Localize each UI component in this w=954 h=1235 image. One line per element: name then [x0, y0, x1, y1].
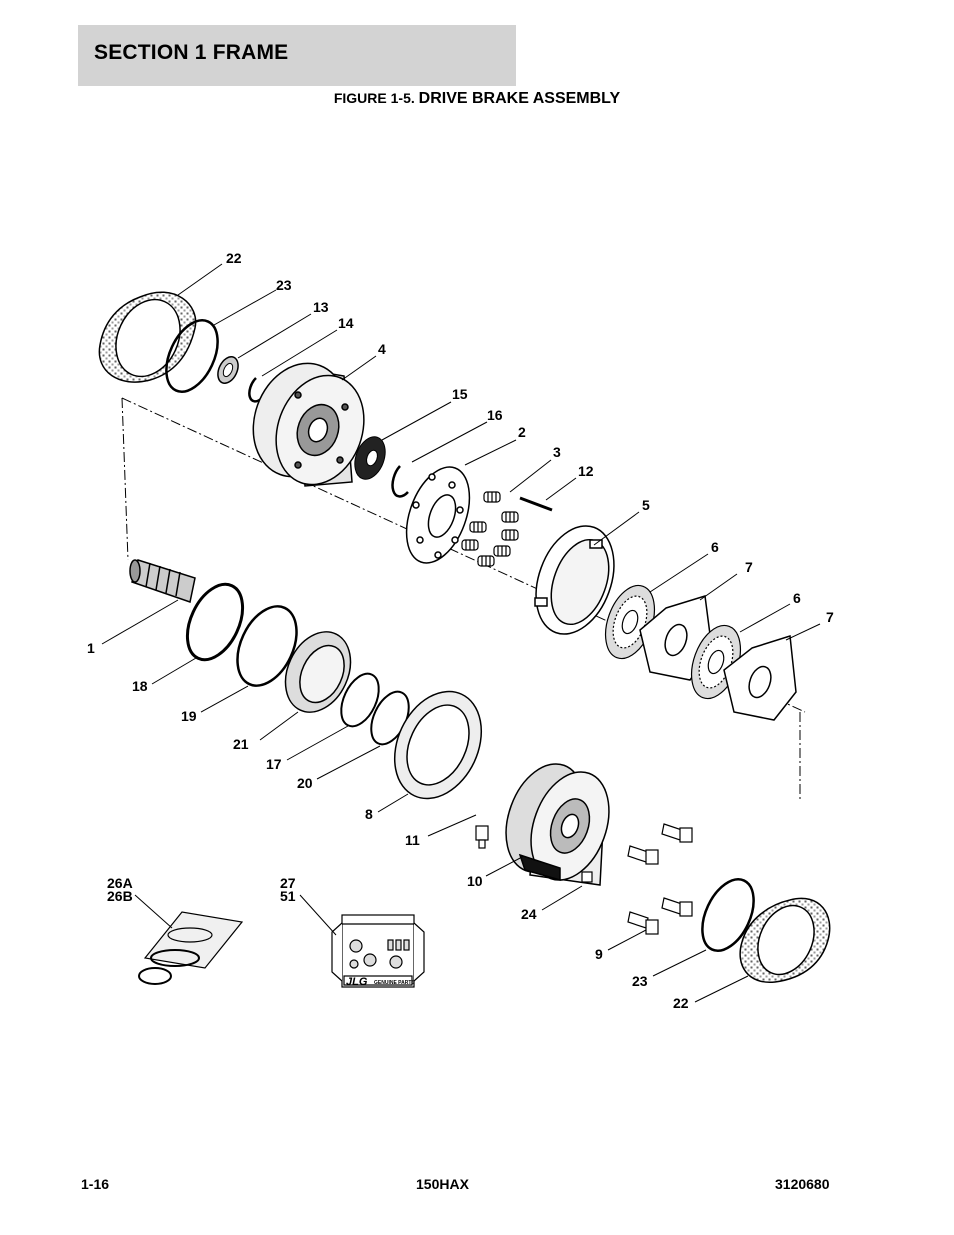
o-ring-23-right — [701, 878, 755, 952]
callout-17: 17 — [266, 756, 282, 772]
shaft-1 — [129, 559, 196, 603]
callout-5: 5 — [642, 497, 650, 513]
piston-2 — [405, 466, 471, 564]
callout-19: 19 — [181, 708, 197, 724]
figure-title: FIGURE 1-5. DRIVE BRAKE ASSEMBLY — [0, 90, 954, 108]
bolts — [627, 823, 693, 935]
callout-1: 1 — [87, 640, 95, 656]
callout-12: 12 — [578, 463, 594, 479]
fitting-24 — [581, 871, 593, 883]
o-ring-17 — [340, 672, 380, 728]
callout-7-first: 7 — [745, 559, 753, 575]
bleeder-11 — [475, 825, 489, 849]
callout-9: 9 — [595, 946, 603, 962]
o-ring-23-left — [165, 319, 219, 393]
callout-labels: 22 23 13 14 4 15 16 2 3 12 5 6 7 6 7 1 1… — [87, 250, 834, 1011]
callout-21: 21 — [233, 736, 249, 752]
figure-title-text: DRIVE BRAKE ASSEMBLY — [418, 90, 621, 107]
callout-20: 20 — [297, 775, 313, 791]
springs-3 — [461, 491, 519, 567]
callout-4: 4 — [378, 341, 386, 357]
separator-plate-7-second — [723, 635, 797, 721]
callout-6-first: 6 — [711, 539, 719, 555]
seal-21 — [284, 631, 352, 713]
retaining-ring-14 — [248, 377, 263, 403]
kit-brand-text: GENUINE PARTS — [374, 980, 415, 986]
callout-3: 3 — [553, 444, 561, 460]
gasket-22-right — [739, 897, 831, 983]
kit-logo: JLG — [346, 976, 368, 988]
seal-kit-26 — [138, 911, 244, 985]
o-ring-19 — [236, 605, 298, 687]
callout-8: 8 — [365, 806, 373, 822]
stator-5 — [534, 525, 615, 635]
callout-6-second: 6 — [793, 590, 801, 606]
footer-page-number: 1-16 — [81, 1176, 110, 1192]
retaining-ring-16 — [391, 465, 409, 498]
callout-26a: 26A — [107, 875, 133, 891]
callout-23-bottom: 23 — [632, 973, 648, 989]
footer-doc-number: 3120680 — [775, 1176, 830, 1192]
callout-7-second: 7 — [826, 609, 834, 625]
seal-13 — [217, 356, 239, 384]
callout-2: 2 — [518, 424, 526, 440]
callout-13: 13 — [313, 299, 329, 315]
o-ring-18 — [185, 582, 245, 662]
callout-10: 10 — [467, 873, 483, 889]
brake-cover-10 — [505, 763, 610, 886]
callout-22-bottom: 22 — [673, 995, 689, 1011]
brake-housing-4 — [252, 362, 365, 487]
gasket-22-left — [98, 291, 197, 383]
section-title: SECTION 1 FRAME — [94, 41, 289, 64]
gasket-8 — [393, 690, 483, 800]
callout-16: 16 — [487, 407, 503, 423]
callout-51: 51 — [280, 888, 296, 904]
pin-12 — [519, 496, 553, 512]
figure-title-number: FIGURE 1-5. — [333, 90, 419, 106]
section-header: SECTION 1 FRAME — [78, 25, 516, 86]
leader-lines — [101, 263, 821, 1003]
callout-24: 24 — [521, 906, 537, 922]
callout-26b: 26B — [107, 888, 133, 904]
bearing-15 — [354, 436, 386, 480]
service-kit-box — [331, 914, 425, 988]
callout-23-top: 23 — [276, 277, 292, 293]
callout-15: 15 — [452, 386, 468, 402]
callout-14: 14 — [338, 315, 354, 331]
callout-22-top: 22 — [226, 250, 242, 266]
footer-model: 150HAX — [416, 1176, 469, 1192]
callout-11: 11 — [405, 832, 420, 848]
callout-27: 27 — [280, 875, 296, 891]
callout-18: 18 — [132, 678, 148, 694]
